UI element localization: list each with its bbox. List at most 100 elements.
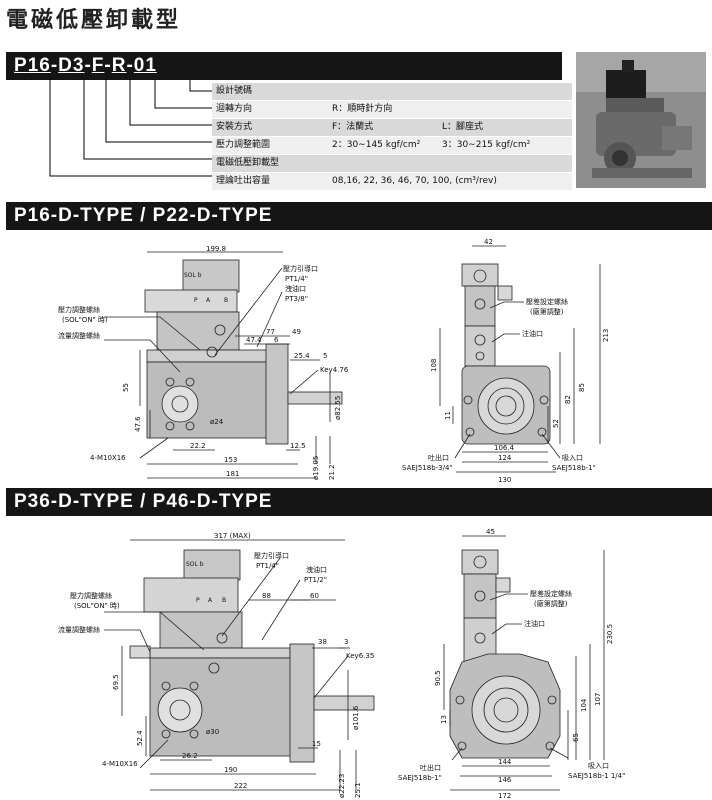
- label-sol: SOL b: [186, 561, 204, 568]
- dim-107: 107: [594, 693, 602, 706]
- row-value: F：法蘭式: [332, 122, 374, 132]
- code-sep: -: [50, 55, 59, 76]
- dim-172: 172: [498, 792, 511, 800]
- dim-82: 82: [564, 395, 572, 404]
- code-rotation: R: [111, 55, 127, 76]
- label-key: Key6.35: [346, 652, 374, 660]
- dim-42: 42: [484, 238, 493, 246]
- label-sae-out: SAEJ518b-1": [398, 774, 442, 782]
- label-drain: 洩油口: [306, 565, 327, 574]
- label-sae-out: SAEJ518b-3/4": [402, 464, 453, 472]
- row-value: [332, 83, 442, 100]
- label-factory: (廠第調整): [534, 599, 568, 608]
- label-fill-port: 注油口: [522, 329, 543, 338]
- model-code-bar: P16-D3-F-R-01: [6, 52, 562, 80]
- product-photo: [576, 52, 706, 188]
- dim-146: 146: [498, 776, 512, 784]
- dim-104: 104: [580, 698, 588, 712]
- label-dia19: ø19.05: [312, 456, 320, 480]
- code-sep: -: [126, 55, 134, 76]
- label-dim-25-1: 25.1: [354, 782, 362, 798]
- table-row: 電磁低壓卸載型: [212, 155, 572, 173]
- dim-52: 52: [552, 419, 560, 428]
- row-label: 設計號碼: [216, 86, 253, 96]
- page-title: 電磁低壓卸載型: [6, 8, 182, 33]
- row-value: 2：30∼145 kgf/cm²: [332, 140, 421, 150]
- label-dim-21-2: 21.2: [328, 464, 336, 480]
- table-row: 安裝方式 F：法蘭式 L：腳座式: [212, 119, 572, 137]
- dim-38: 38: [318, 638, 327, 646]
- dim-199-8: 199.8: [206, 245, 226, 253]
- label-flow-adjust: 流量調整螺絲: [58, 331, 100, 340]
- label-dia101: ø101.6: [352, 705, 360, 730]
- table-row: 壓力調整範圍 2：30∼145 kgf/cm² 3：30∼215 kgf/cm²: [212, 137, 572, 155]
- label-pressure-adjust: 壓力調整螺絲: [58, 305, 100, 314]
- row-value: [442, 155, 572, 172]
- code-sep: -: [84, 55, 92, 76]
- dim-60: 60: [310, 592, 319, 600]
- dim-15: 15: [312, 740, 321, 748]
- dim-85: 85: [578, 383, 586, 392]
- dim-90-5: 90.5: [434, 670, 442, 686]
- row-label: 壓力調整範圍: [216, 140, 271, 150]
- dim-317-max: 317 (MAX): [214, 532, 251, 540]
- label-outlet: 吐出口: [420, 763, 441, 772]
- label-pressure-port: 壓力引導口: [254, 551, 289, 560]
- dim-230-5: 230.5: [606, 624, 614, 644]
- code-mount: F: [91, 55, 105, 76]
- label-pt38: PT3/8": [285, 295, 308, 303]
- dim-55: 55: [122, 383, 130, 392]
- dim-47-4: 47.4: [246, 336, 262, 344]
- label-key: Key4.76: [320, 366, 349, 374]
- label-dia30: ø30: [206, 728, 219, 736]
- dim-13: 13: [440, 715, 448, 724]
- code-type: D: [58, 55, 73, 76]
- row-value: [442, 101, 572, 118]
- dim-3: 3: [344, 638, 348, 646]
- dim-181: 181: [226, 470, 239, 478]
- label-p: P: [196, 597, 200, 604]
- pump-photo-illustration: [576, 52, 706, 188]
- label-pt14: PT1/4": [256, 562, 279, 570]
- dim-213: 213: [602, 329, 610, 342]
- code-leader-lines: [49, 79, 212, 177]
- dim-47-6: 47.6: [134, 416, 142, 432]
- label-dia24: ø24: [210, 418, 224, 426]
- label-pt12: PT1/2": [304, 576, 327, 584]
- label-pressure-adjust: 壓力調整螺絲: [70, 591, 112, 600]
- dim-52-4: 52.4: [136, 730, 144, 746]
- section-header-p16-p22: P16-D-TYPE / P22-D-TYPE: [6, 202, 712, 230]
- label-fill-port: 注油口: [524, 619, 545, 628]
- dim-65: 65: [572, 733, 580, 742]
- label-sol: SOL b: [184, 272, 202, 279]
- label-outlet: 吐出口: [428, 453, 449, 462]
- row-label: 安裝方式: [216, 122, 253, 132]
- label-a: A: [206, 297, 211, 304]
- dim-12-5: 12.5: [290, 442, 306, 450]
- row-value: [332, 155, 442, 172]
- row-value: 08,16, 22, 36, 46, 70, 100, (cm³/rev): [332, 176, 497, 186]
- label-inlet: 吸入口: [562, 454, 583, 462]
- label-drain: 洩油口: [285, 284, 306, 293]
- label-p: P: [194, 297, 198, 304]
- label-dia82: ø82.55: [334, 396, 342, 420]
- row-value: L：腳座式: [442, 122, 484, 132]
- dim-108: 108: [430, 359, 438, 372]
- dim-69-5: 69.5: [112, 674, 120, 690]
- row-label: 理論吐出容量: [216, 176, 271, 186]
- dim-222: 222: [234, 782, 247, 790]
- dim-49: 49: [292, 328, 301, 336]
- table-row: 設計號碼: [212, 83, 572, 101]
- dim-106-4: 106.4: [494, 444, 515, 452]
- dim-26-2: 26.2: [182, 752, 198, 760]
- row-value: [442, 83, 572, 100]
- code-size: 16: [27, 55, 51, 76]
- row-label: 迴轉方向: [216, 104, 253, 114]
- row-value: 3：30∼215 kgf/cm²: [442, 140, 531, 150]
- solenoid-coil: [182, 259, 240, 293]
- label-bolt: 4-M10X16: [102, 760, 138, 768]
- label-sae-in: SAEJ518b-1 1/4": [568, 772, 625, 780]
- dim-5: 5: [323, 352, 327, 360]
